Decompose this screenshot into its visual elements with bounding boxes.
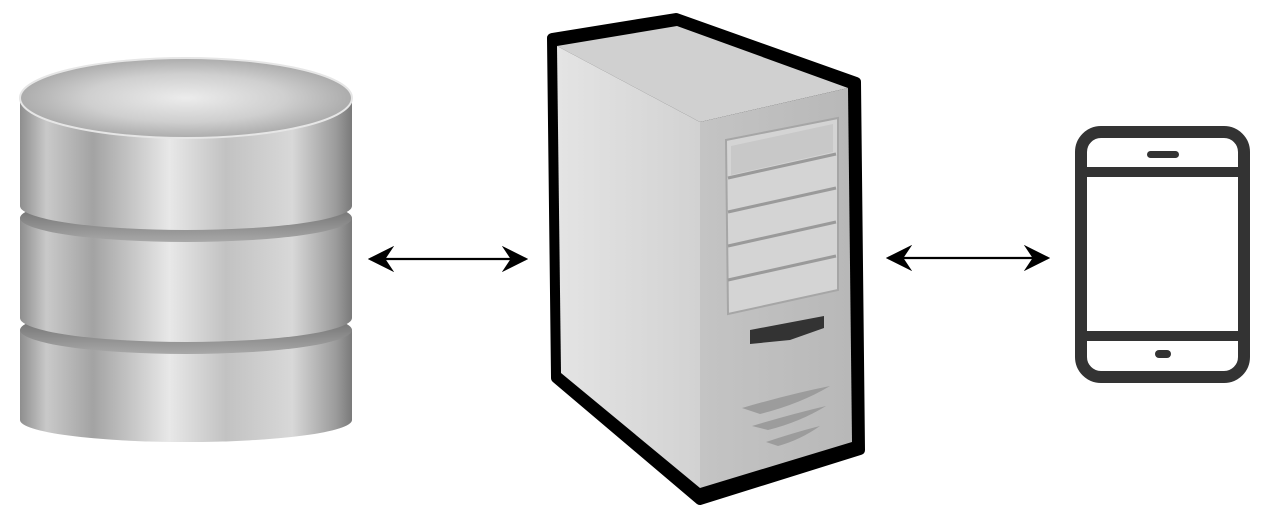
server-tower-icon [547, 13, 865, 505]
smartphone-icon [1075, 126, 1250, 383]
database-icon [19, 57, 353, 442]
